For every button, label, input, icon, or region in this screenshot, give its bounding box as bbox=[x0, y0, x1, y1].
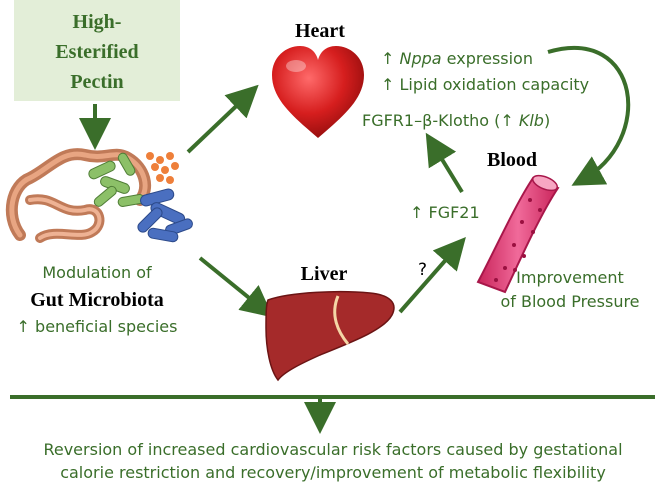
blood-line-1: Improvement bbox=[516, 268, 624, 287]
gut-line-3: ↑ beneficial species bbox=[17, 317, 178, 336]
blood-title: Blood bbox=[487, 149, 537, 171]
heart-organ: Heart bbox=[272, 20, 364, 138]
heart-title: Heart bbox=[295, 20, 345, 42]
pectin-box: High- Esterified Pectin bbox=[14, 0, 180, 101]
heart-line-1: ↑ Nppa expression bbox=[381, 49, 533, 68]
conclusion-line-2: calorie restriction and recovery/improve… bbox=[60, 463, 606, 482]
gut-line-2: Gut Microbiota bbox=[30, 289, 164, 311]
liver-organ: Liver bbox=[265, 263, 395, 382]
receptor-label: FGFR1–β-Klotho (↑ Klb) bbox=[362, 111, 550, 130]
fgf21-label: ↑ FGF21 bbox=[410, 203, 480, 222]
pectin-line-1: High- bbox=[73, 11, 122, 33]
gut-line-1: Modulation of bbox=[42, 263, 152, 282]
arrows bbox=[10, 45, 655, 434]
conclusion-line-1: Reversion of increased cardiovascular ri… bbox=[43, 440, 622, 459]
heart-effects: ↑ Nppa expression ↑ Lipid oxidation capa… bbox=[362, 49, 589, 130]
arrow-fgf21-to-heart bbox=[425, 132, 464, 194]
blood-vessel-icon bbox=[476, 176, 560, 294]
heart-line-2: ↑ Lipid oxidation capacity bbox=[381, 75, 589, 94]
arrow-heart-to-blood bbox=[547, 45, 631, 186]
liver-icon bbox=[265, 290, 395, 382]
pectin-line-3: Pectin bbox=[70, 71, 123, 93]
arrow-liver-to-fgf21 bbox=[398, 236, 466, 314]
conclusion-text: Reversion of increased cardiovascular ri… bbox=[43, 440, 622, 482]
arrow-gut-to-heart bbox=[186, 84, 259, 154]
liver-title: Liver bbox=[301, 263, 348, 285]
heart-icon bbox=[272, 46, 364, 138]
pectin-line-2: Esterified bbox=[55, 41, 138, 63]
arrow-gut-to-liver bbox=[198, 256, 274, 318]
gut-caption: Modulation of Gut Microbiota ↑ beneficia… bbox=[17, 263, 178, 336]
blood-line-2: of Blood Pressure bbox=[500, 292, 639, 311]
question-mark: ? bbox=[418, 260, 427, 280]
gut-microbiota-icon bbox=[5, 148, 193, 243]
blood-vessel: Blood Improvement of Blood Pressure bbox=[476, 149, 640, 311]
